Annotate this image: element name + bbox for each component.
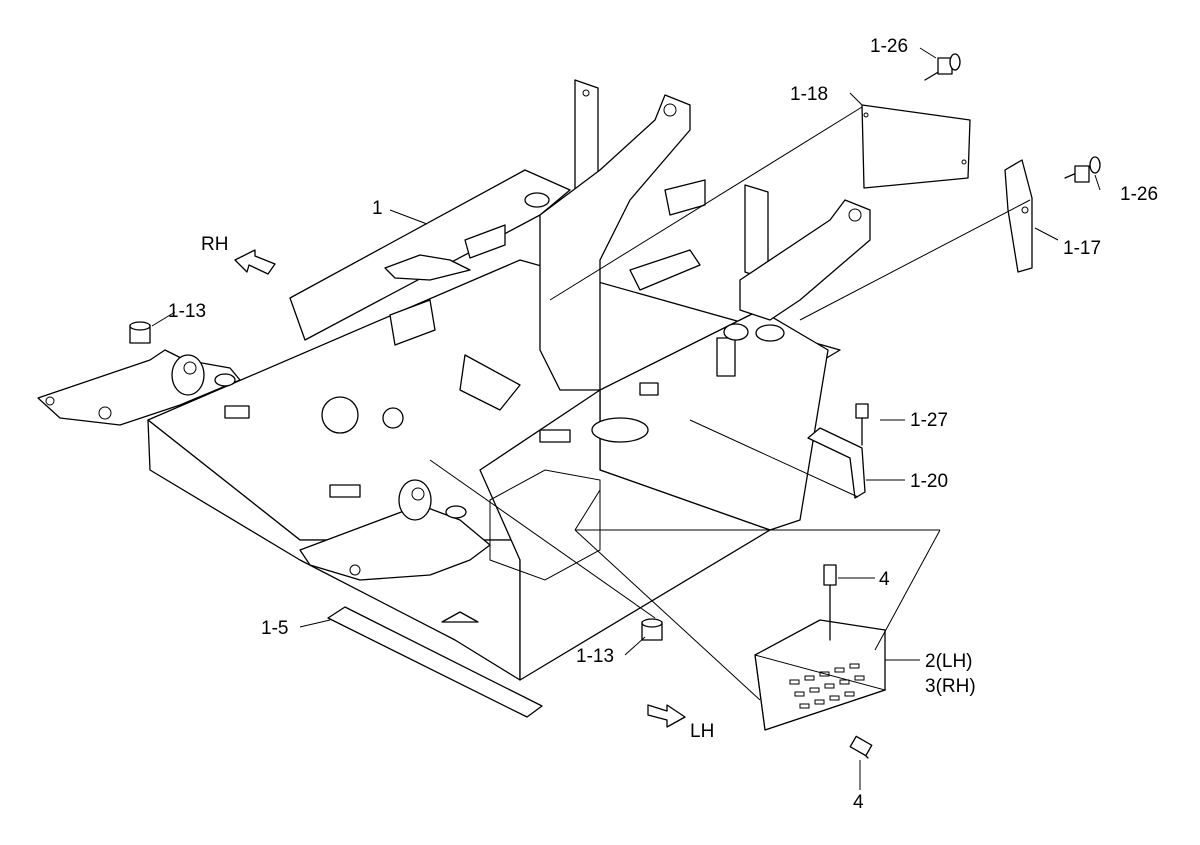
label-part-1-13-bottom: 1-13 (576, 646, 614, 667)
pad (329, 484, 361, 498)
swivel-port (321, 396, 359, 434)
label-part-1-17: 1-17 (1063, 238, 1101, 259)
label-part-1-20: 1-20 (910, 471, 948, 492)
label-part-1-26-right: 1-26 (1120, 184, 1158, 205)
front-mount-arm (299, 504, 491, 581)
arrow-lh-icon (647, 704, 686, 728)
label-part-1-13-left: 1-13 (168, 301, 206, 322)
filler-cap (723, 323, 749, 341)
label-part-3-rh: 3(RH) (925, 676, 976, 697)
cover-hole (961, 159, 967, 165)
pivot-boss (398, 479, 432, 521)
filler-neck (716, 337, 736, 377)
bolt-1-26-top (924, 53, 961, 81)
cover-plate-1-18 (861, 104, 971, 189)
cover-hole (863, 112, 869, 118)
bushing-bottom (641, 618, 663, 641)
step-plate (754, 619, 887, 731)
bracket-plate (459, 354, 521, 411)
pivot-hole (411, 487, 425, 501)
stopper-pad (445, 505, 467, 519)
bolt-4-top (823, 564, 837, 641)
label-part-1-27: 1-27 (910, 410, 948, 431)
bracket-1-17 (1004, 159, 1033, 273)
assembly-lines (151, 47, 1101, 790)
label-direction-lh: LH (690, 721, 714, 742)
label-part-1-18: 1-18 (790, 84, 828, 105)
rib-hole (663, 103, 677, 117)
label-direction-rh: RH (201, 234, 228, 255)
label-part-1-5: 1-5 (261, 618, 288, 639)
bottom-plate-1-5 (327, 606, 543, 718)
pad (639, 382, 659, 396)
step-recess (489, 469, 601, 581)
bracket-plate (389, 299, 436, 346)
pad (224, 405, 250, 419)
stopper-pad (214, 373, 236, 387)
bracket-plate (664, 179, 706, 216)
rib-hole (582, 89, 590, 97)
arrow-rh-icon (234, 249, 276, 275)
cap-ring (524, 192, 550, 208)
label-part-2-lh: 2(LH) (925, 651, 973, 672)
right-rib-plate (739, 199, 871, 321)
label-part-1: 1 (372, 198, 383, 219)
label-part-1-26-top: 1-26 (870, 36, 908, 57)
step-marker (441, 611, 479, 623)
bracket-plate (629, 249, 701, 291)
rear-deck-plate (289, 169, 571, 341)
bolt-4-bottom (849, 735, 873, 759)
mount-hole (45, 396, 55, 406)
rib-hole (848, 208, 862, 222)
bracket-plate (464, 224, 506, 259)
pivot-hole (183, 361, 197, 375)
bushing-left (129, 321, 151, 344)
label-part-4-top: 4 (879, 569, 890, 590)
cap-ring (755, 324, 785, 342)
pivot-boss (171, 354, 205, 396)
bracket-hole (1021, 206, 1029, 214)
bolt-1-27 (855, 403, 869, 446)
mount-hole (349, 564, 361, 576)
pad (539, 429, 571, 443)
main-frame (37, 79, 871, 681)
access-cover (384, 254, 471, 281)
access-cover (591, 417, 649, 443)
label-part-4-bottom: 4 (853, 792, 864, 813)
bolt-1-26-right (1064, 156, 1101, 183)
bracket-1-20 (807, 427, 866, 499)
boss-plate (382, 407, 404, 429)
center-rib-plate (539, 94, 691, 391)
mount-hole (98, 406, 112, 420)
